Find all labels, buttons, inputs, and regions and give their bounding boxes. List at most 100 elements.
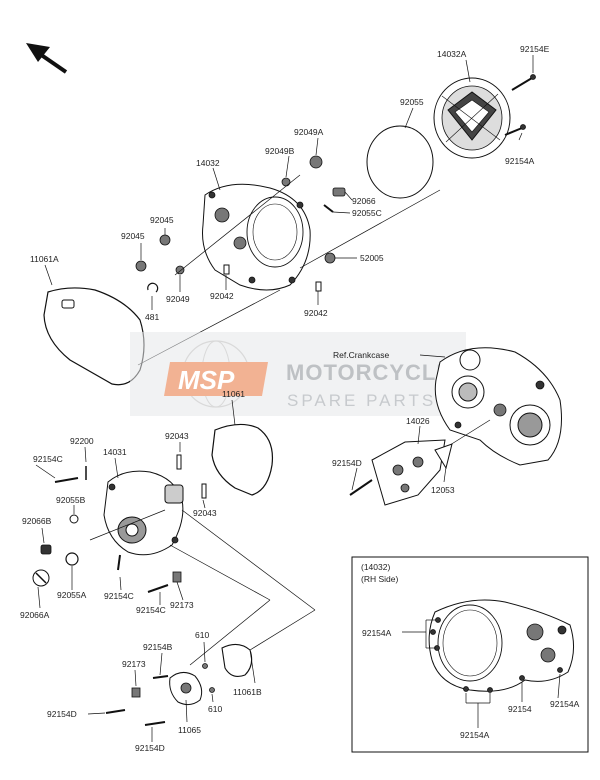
dowel-92043a xyxy=(176,454,182,470)
bolt-92154a-top xyxy=(504,124,526,136)
label-11065: 11065 xyxy=(178,725,201,735)
gasket-11061 xyxy=(211,423,274,496)
gasket-11061a xyxy=(43,287,145,386)
label-92066: 92066 xyxy=(352,196,376,206)
label-92154d-b: 92154D xyxy=(47,709,77,719)
cover-11065 xyxy=(169,672,203,706)
inset-title-line1: (14032) xyxy=(361,562,390,572)
gasket-11061b xyxy=(221,643,253,677)
label-610a: 610 xyxy=(195,630,209,640)
label-92049: 92049 xyxy=(166,294,190,304)
bolt-92154c-c xyxy=(147,584,169,593)
label-92154c-c: 92154C xyxy=(136,605,166,615)
plug-92066 xyxy=(332,187,346,197)
inset-label-92154a-right: 92154A xyxy=(550,699,580,709)
guide-12053 xyxy=(434,443,453,470)
seal-92049 xyxy=(175,265,185,275)
label-92045a: 92045 xyxy=(150,215,174,225)
seal-52005 xyxy=(324,252,336,264)
crankcase-reference xyxy=(434,347,562,466)
watermark: MSP MOTORCYCLE SPARE PARTS xyxy=(130,332,466,416)
stud-92173-a xyxy=(172,571,182,583)
label-11061b: 11061B xyxy=(233,687,262,697)
generator-cover-14031 xyxy=(103,470,184,556)
circlip-481 xyxy=(147,282,159,293)
watermark-logo: MSP xyxy=(178,365,235,395)
label-14031: 14031 xyxy=(103,447,127,457)
label-92042b: 92042 xyxy=(304,308,328,318)
washer-610b xyxy=(209,687,215,693)
label-92043a: 92043 xyxy=(165,431,189,441)
washer-610a xyxy=(202,663,208,669)
label-92042a: 92042 xyxy=(210,291,234,301)
arrow-up-left-icon xyxy=(26,43,68,74)
o-ring-92055 xyxy=(366,125,434,199)
label-481: 481 xyxy=(145,312,159,322)
label-92045b: 92045 xyxy=(121,231,145,241)
label-52005: 52005 xyxy=(360,253,384,263)
inset-label-92154: 92154 xyxy=(508,704,532,714)
part-labels: 14032A 92154E 92055 92049A 92049B 14032 … xyxy=(20,44,550,753)
label-92049b: 92049B xyxy=(265,146,295,156)
label-14026: 14026 xyxy=(406,416,430,426)
stud-92173-b xyxy=(131,687,141,698)
seal-92049a xyxy=(309,155,323,169)
watermark-subtitle: SPARE PARTS xyxy=(287,391,436,410)
label-92066b: 92066B xyxy=(22,516,52,526)
pin-92055c xyxy=(323,204,334,213)
bolt-92154e xyxy=(511,74,536,91)
label-14032a: 14032A xyxy=(437,49,467,59)
bolt-92154b xyxy=(152,675,169,679)
seal-92045a xyxy=(159,234,171,246)
watermark-title: MOTORCYCLE xyxy=(286,360,452,385)
inset-title-line2: (RH Side) xyxy=(361,574,398,584)
label-92154b: 92154B xyxy=(143,642,173,652)
label-610b: 610 xyxy=(208,704,222,714)
label-92173-b: 92173 xyxy=(122,659,146,669)
label-92154d-a: 92154D xyxy=(332,458,362,468)
seal-92045b xyxy=(135,260,147,272)
sprocket-cover-14026 xyxy=(371,439,446,506)
clutch-cover-outer xyxy=(433,77,511,159)
label-92200: 92200 xyxy=(70,436,94,446)
o-ring-92055a xyxy=(65,552,79,566)
bolt-92154c-a xyxy=(54,477,79,483)
msp-badge xyxy=(164,362,268,396)
inset-label-92154a-left: 92154A xyxy=(362,628,392,638)
bolt-92154d-c xyxy=(144,721,166,726)
label-92154c-a: 92154C xyxy=(33,454,63,464)
label-92055: 92055 xyxy=(400,97,424,107)
label-92154c-b: 92154C xyxy=(104,591,134,601)
leader-lines-right xyxy=(351,419,491,491)
label-11061a: 11061A xyxy=(30,254,59,264)
clutch-cover-inner xyxy=(202,183,311,291)
label-92043b: 92043 xyxy=(193,508,217,518)
label-92154a-top: 92154A xyxy=(505,156,535,166)
label-92154d-c: 92154D xyxy=(135,743,165,753)
label-92055c: 92055C xyxy=(352,208,382,218)
label-11061: 11061 xyxy=(222,389,245,399)
dowel-92042a xyxy=(223,264,230,275)
plug-92066b xyxy=(40,544,52,555)
label-92049a: 92049A xyxy=(294,127,324,137)
label-92173-a: 92173 xyxy=(170,600,194,610)
cap-92066a xyxy=(32,569,50,587)
o-ring-92055b xyxy=(69,514,79,524)
seal-92049b xyxy=(281,177,291,187)
label-14032: 14032 xyxy=(196,158,220,168)
dowel-92042b xyxy=(315,281,322,292)
label-ref-crankcase: Ref.Crankcase xyxy=(333,350,389,360)
label-92055b: 92055B xyxy=(56,495,86,505)
bolt-92154c-b xyxy=(117,554,121,571)
label-12053: 12053 xyxy=(431,485,455,495)
dowel-92043b xyxy=(201,483,207,499)
label-92066a: 92066A xyxy=(20,610,50,620)
label-92154e: 92154E xyxy=(520,44,550,54)
leader-lines-bottom xyxy=(87,641,256,742)
bolt-92154d-b xyxy=(105,709,126,714)
bolt-92154d-a xyxy=(349,479,373,496)
inset-label-92154a-bottom: 92154A xyxy=(460,730,490,740)
label-92055a: 92055A xyxy=(57,590,87,600)
